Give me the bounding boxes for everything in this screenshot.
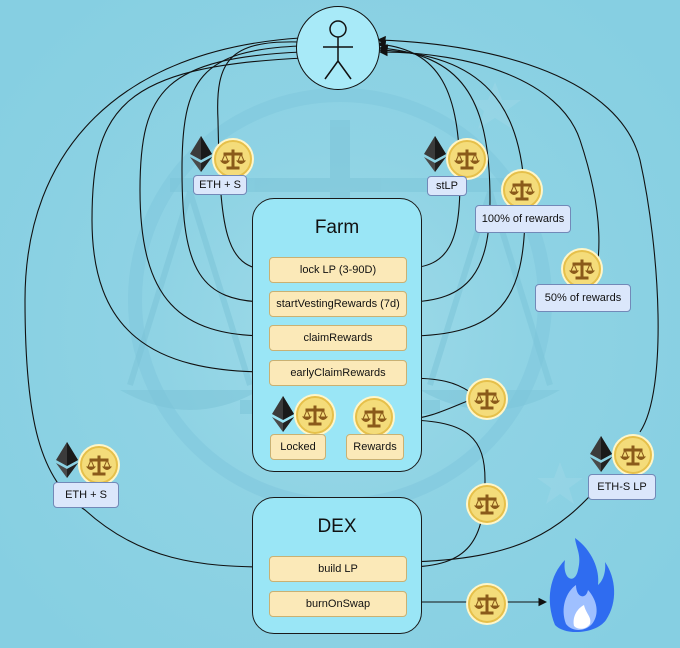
claim-rewards-function[interactable]: claimRewards: [269, 325, 407, 351]
scale-token-icon: [503, 171, 541, 209]
scale-token-icon: [468, 485, 506, 523]
burn-on-swap-function[interactable]: burnOnSwap: [269, 591, 407, 617]
user-actor: [296, 6, 380, 90]
start-vesting-rewards-function[interactable]: startVestingRewards (7d): [269, 291, 407, 317]
scale-token-icon: [468, 585, 506, 623]
scale-token-icon: [296, 396, 334, 434]
scale-token-icon: [468, 380, 506, 418]
eth-s-left-tag: ETH + S: [53, 482, 119, 508]
user-icon: [323, 20, 353, 80]
scale-token-icon: [355, 398, 393, 436]
rewards-50-tag: 50% of rewards: [535, 284, 631, 312]
locked-label: Locked: [270, 434, 326, 460]
ethereum-icon: [424, 136, 446, 172]
build-lp-function[interactable]: build LP: [269, 556, 407, 582]
farm-box: Farm lock LP (3-90D) startVestingRewards…: [252, 198, 422, 472]
eth-s-lp-tag: ETH-S LP: [588, 474, 656, 500]
farm-title: Farm: [314, 217, 360, 238]
rewards-100-tag: 100% of rewards: [475, 205, 571, 233]
lock-lp-function[interactable]: lock LP (3-90D): [269, 257, 407, 283]
eth-s-top-tag: ETH + S: [193, 175, 247, 195]
ethereum-icon: [272, 396, 294, 432]
rewards-label: Rewards: [346, 434, 404, 460]
scale-token-icon: [80, 446, 118, 484]
ethereum-icon: [190, 136, 212, 172]
ethereum-icon: [56, 442, 78, 478]
scale-token-icon: [448, 140, 486, 178]
ethereum-icon: [590, 436, 612, 472]
early-claim-rewards-function[interactable]: earlyClaimRewards: [269, 360, 407, 386]
dex-title: DEX: [317, 516, 357, 537]
scale-token-icon: [614, 436, 652, 474]
stlp-tag: stLP: [427, 176, 467, 196]
dex-box: DEX build LP burnOnSwap: [252, 497, 422, 634]
